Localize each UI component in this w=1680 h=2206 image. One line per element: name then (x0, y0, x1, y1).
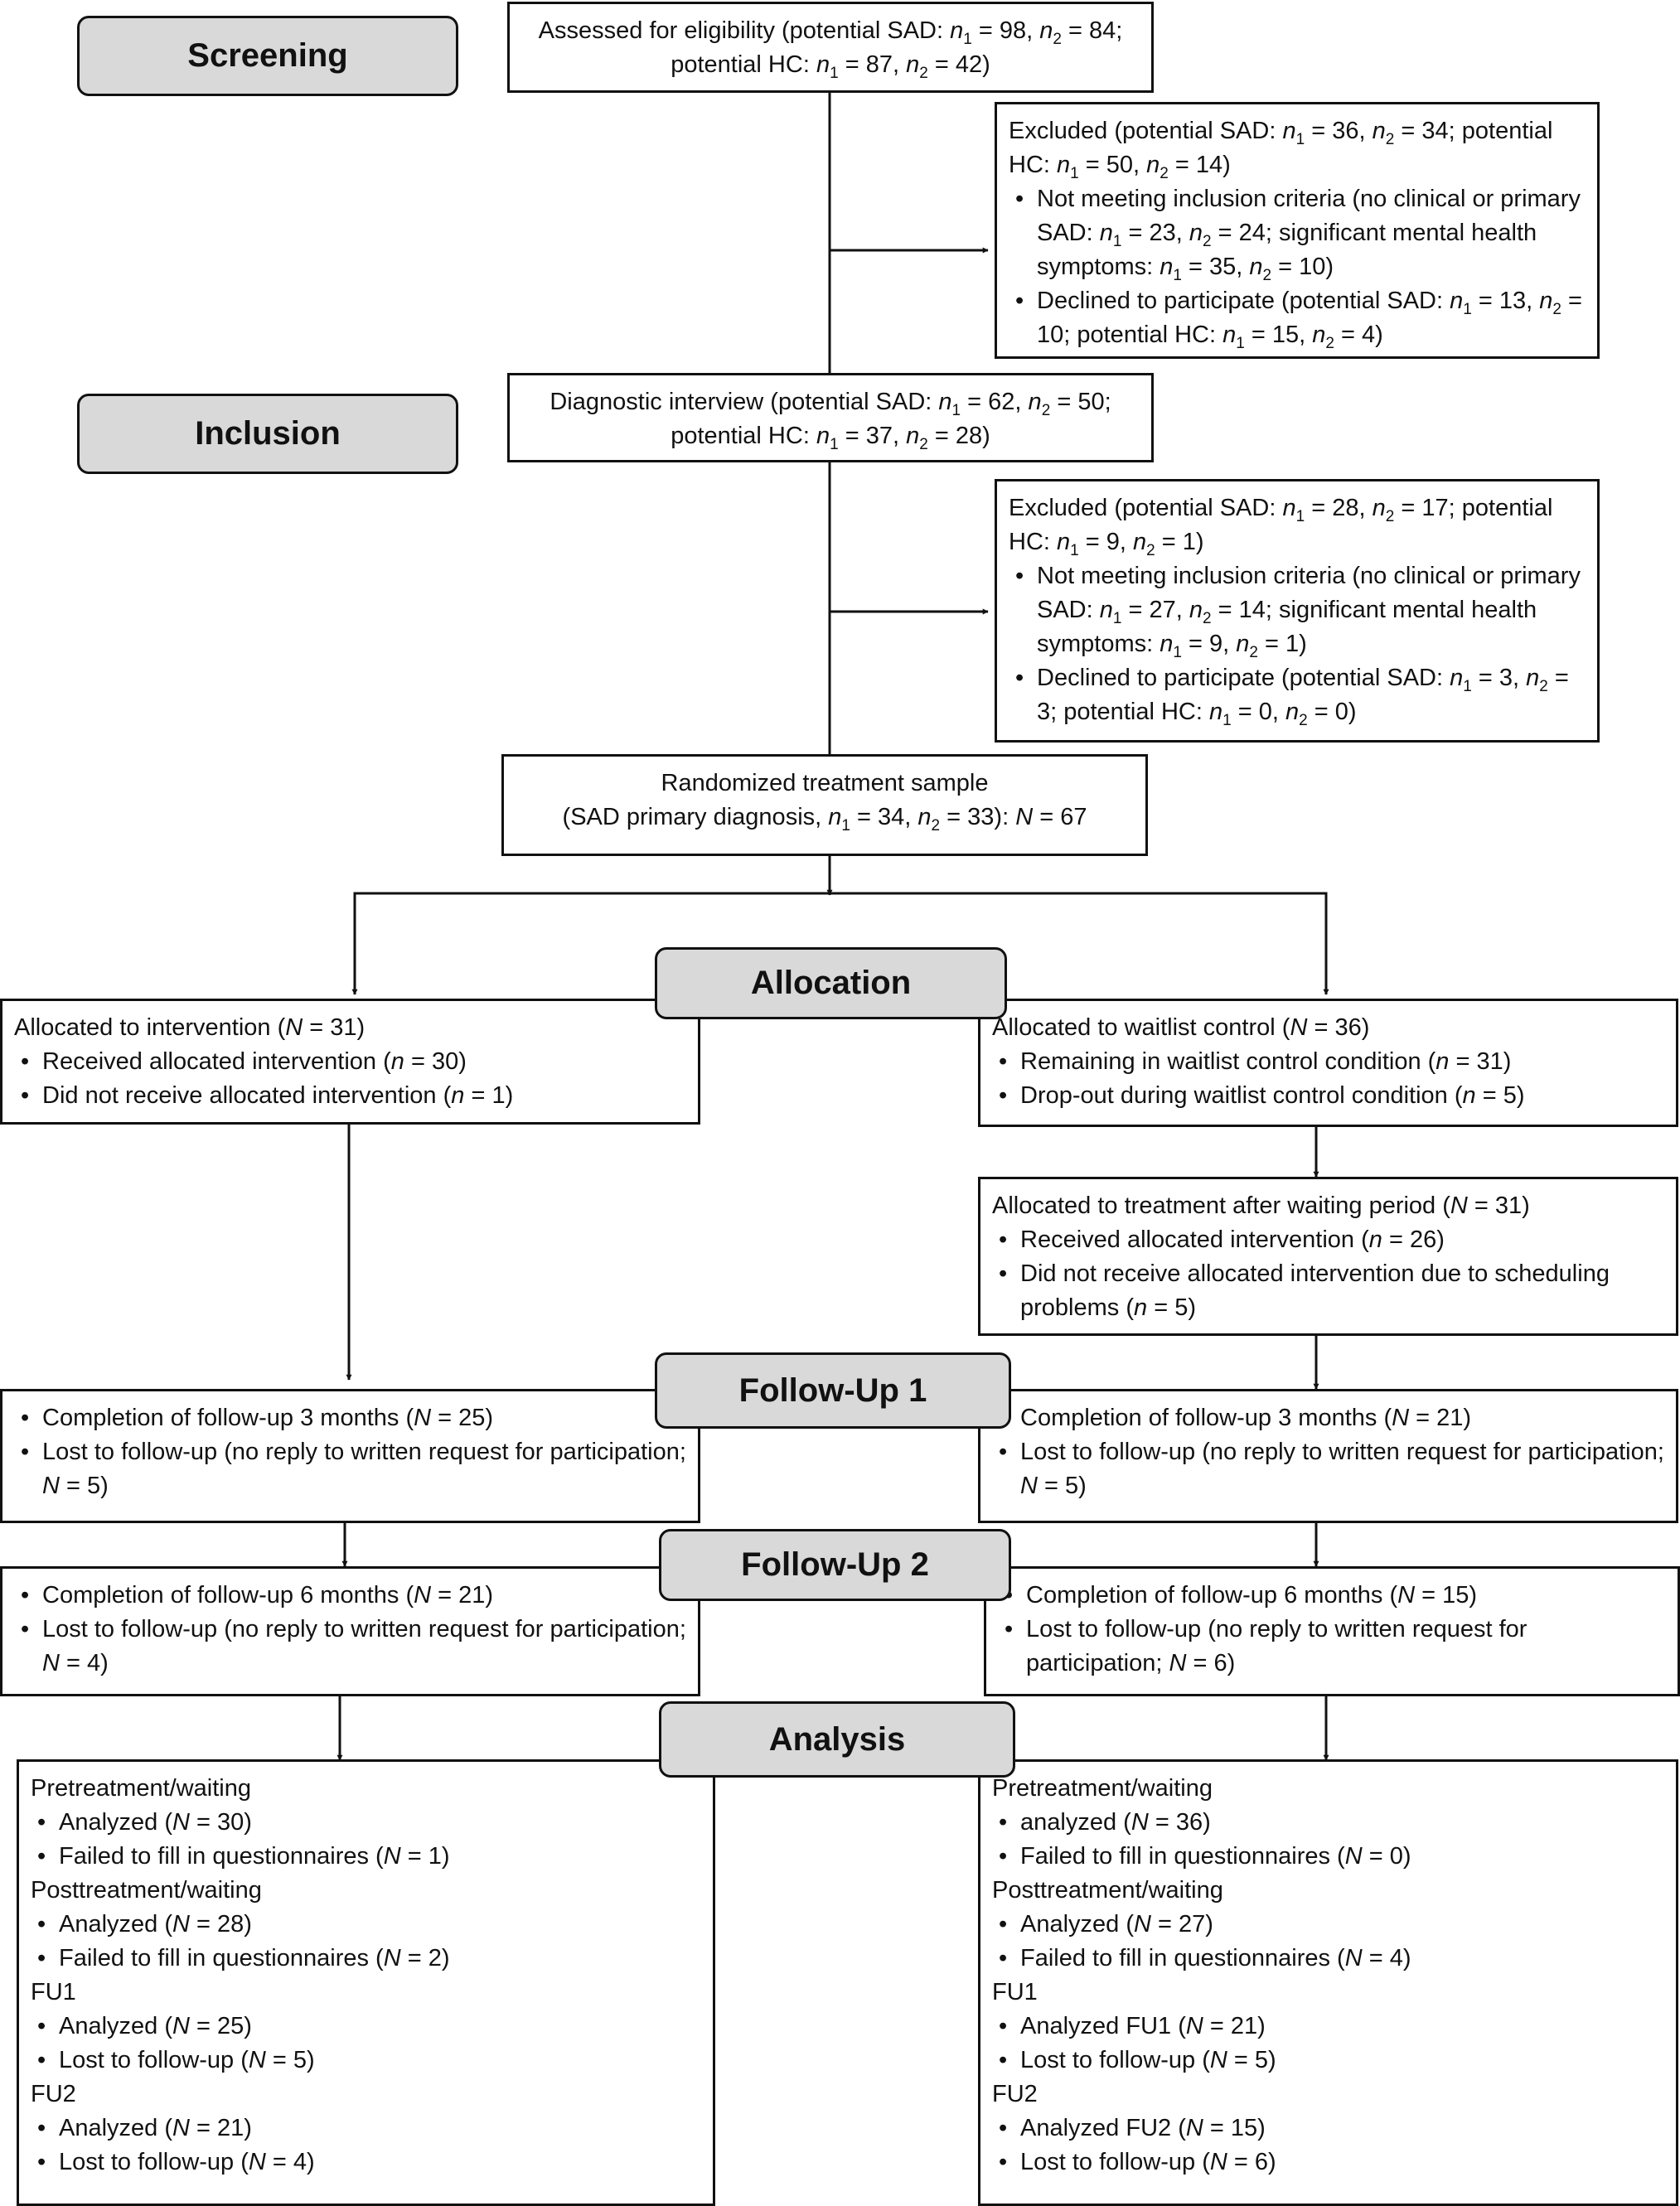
followup-1-left-text: Completion of follow-up 3 months (N = 25… (14, 1401, 686, 1503)
group-heading: FU2 (31, 2081, 76, 2107)
list-item: Remaining in waitlist control condition … (992, 1045, 1664, 1079)
box-heading: Allocated to waitlist control (N = 36) (992, 1014, 1370, 1041)
stage-label: Follow-Up 1 (738, 1371, 927, 1409)
list-item: Lost to follow-up (no reply to written r… (992, 1435, 1664, 1503)
stage-allocation: Allocation (655, 947, 1007, 1019)
followup-1-left-box: Completion of follow-up 3 months (N = 25… (0, 1389, 700, 1523)
text-line: Assessed for eligibility (potential SAD:… (538, 17, 1123, 48)
box-heading: Excluded (potential SAD: n1 = 28, n2 = 1… (1009, 495, 1553, 559)
list-item: Failed to fill in questionnaires (N = 4) (992, 1942, 1664, 1976)
stage-analysis: Analysis (659, 1701, 1015, 1778)
allocated-after-wait-text: Allocated to treatment after waiting per… (992, 1189, 1664, 1325)
group-heading: Posttreatment/waiting (31, 1877, 262, 1904)
list-item: Completion of follow-up 6 months (N = 15… (998, 1579, 1666, 1613)
list-item: Analyzed FU1 (N = 21) (992, 2010, 1664, 2044)
stage-label: Analysis (768, 1720, 906, 1758)
box-heading: Allocated to intervention (N = 31) (14, 1014, 366, 1041)
list-item: Lost to follow-up (N = 4) (31, 2146, 701, 2179)
list-item: Lost to follow-up (N = 5) (31, 2044, 701, 2078)
list-item: Drop-out during waitlist control conditi… (992, 1079, 1664, 1113)
allocated-after-wait-box: Allocated to treatment after waiting per… (978, 1177, 1678, 1336)
list-item: Lost to follow-up (N = 5) (992, 2044, 1664, 2078)
group-heading: Pretreatment/waiting (992, 1775, 1213, 1802)
list-item: Received allocated intervention (n = 26) (992, 1223, 1664, 1257)
assessed-text: Assessed for eligibility (potential SAD:… (525, 14, 1136, 82)
list-item: Completion of follow-up 6 months (N = 21… (14, 1579, 686, 1613)
stage-followup-1: Follow-Up 1 (655, 1352, 1011, 1429)
list-item: Not meeting inclusion criteria (no clini… (1009, 559, 1586, 661)
diagnostic-interview-box: Diagnostic interview (potential SAD: n1 … (507, 373, 1154, 462)
text-line: potential HC: n1 = 87, n2 = 42) (671, 51, 990, 82)
list-item: Analyzed (N = 25) (31, 2010, 701, 2044)
text-line: potential HC: n1 = 37, n2 = 28) (671, 423, 990, 453)
list-item: Lost to follow-up (no reply to written r… (14, 1613, 686, 1681)
allocated-waitlist-text: Allocated to waitlist control (N = 36) Re… (992, 1011, 1664, 1113)
analysis-right-box: Pretreatment/waitinganalyzed (N = 36)Fai… (978, 1759, 1678, 2206)
randomized-sample-box: Randomized treatment sample (SAD primary … (501, 754, 1148, 856)
assessed-for-eligibility-box: Assessed for eligibility (potential SAD:… (507, 2, 1154, 93)
followup-2-right-box: Completion of follow-up 6 months (N = 15… (984, 1566, 1680, 1696)
list-item: Did not receive allocated intervention (… (14, 1079, 686, 1113)
list-item: Failed to fill in questionnaires (N = 1) (31, 1840, 701, 1874)
list-item: Failed to fill in questionnaires (N = 2) (31, 1942, 701, 1976)
followup-2-left-box: Completion of follow-up 6 months (N = 21… (0, 1566, 700, 1696)
list-item: Declined to participate (potential SAD: … (1009, 284, 1586, 352)
list-item: Not meeting inclusion criteria (no clini… (1009, 182, 1586, 284)
text-line: (SAD primary diagnosis, n1 = 34, n2 = 33… (562, 804, 1087, 835)
analysis-right-text: Pretreatment/waitinganalyzed (N = 36)Fai… (992, 1772, 1664, 2179)
stage-label: Inclusion (195, 415, 341, 452)
list-item: Failed to fill in questionnaires (N = 0) (992, 1840, 1664, 1874)
list-item: Analyzed (N = 30) (31, 1806, 701, 1840)
excluded-inclusion-text: Excluded (potential SAD: n1 = 28, n2 = 1… (1009, 491, 1586, 729)
list-item: Analyzed (N = 28) (31, 1908, 701, 1942)
group-heading: FU2 (992, 2081, 1038, 2107)
stage-inclusion: Inclusion (77, 394, 458, 474)
stage-label: Allocation (750, 965, 912, 1001)
group-heading: Pretreatment/waiting (31, 1775, 251, 1802)
list-item: Received allocated intervention (n = 30) (14, 1045, 686, 1079)
text-line: Diagnostic interview (potential SAD: n1 … (550, 389, 1111, 419)
list-item: Declined to participate (potential SAD: … (1009, 661, 1586, 729)
followup-2-right-text: Completion of follow-up 6 months (N = 15… (998, 1579, 1666, 1681)
box-heading: Allocated to treatment after waiting per… (992, 1192, 1530, 1219)
stage-screening: Screening (77, 16, 458, 96)
followup-2-left-text: Completion of follow-up 6 months (N = 21… (14, 1579, 686, 1681)
followup-1-right-box: Completion of follow-up 3 months (N = 21… (978, 1389, 1678, 1523)
allocated-intervention-text: Allocated to intervention (N = 31) Receiv… (14, 1011, 686, 1113)
allocated-intervention-box: Allocated to intervention (N = 31) Receiv… (0, 999, 700, 1125)
list-item: Lost to follow-up (N = 6) (992, 2146, 1664, 2179)
followup-1-right-text: Completion of follow-up 3 months (N = 21… (992, 1401, 1664, 1503)
list-item: Completion of follow-up 3 months (N = 25… (14, 1401, 686, 1435)
stage-label: Follow-Up 2 (741, 1546, 929, 1583)
stage-label: Screening (187, 37, 348, 74)
group-heading: FU1 (31, 1979, 76, 2005)
list-item: Lost to follow-up (no reply to written r… (14, 1435, 686, 1503)
list-item: Lost to follow-up (no reply to written r… (998, 1613, 1666, 1681)
analysis-left-text: Pretreatment/waitingAnalyzed (N = 30)Fai… (31, 1772, 701, 2179)
box-heading: Excluded (potential SAD: n1 = 36, n2 = 3… (1009, 118, 1553, 182)
list-item: Did not receive allocated intervention d… (992, 1257, 1664, 1325)
list-item: Analyzed (N = 27) (992, 1908, 1664, 1942)
group-heading: FU1 (992, 1979, 1038, 2005)
split-line (353, 892, 1328, 993)
list-item: Analyzed (N = 21) (31, 2112, 701, 2146)
excluded-screening-box: Excluded (potential SAD: n1 = 36, n2 = 3… (995, 102, 1600, 359)
list-item: Analyzed FU2 (N = 15) (992, 2112, 1664, 2146)
allocated-waitlist-box: Allocated to waitlist control (N = 36) Re… (978, 999, 1678, 1127)
excluded-inclusion-box: Excluded (potential SAD: n1 = 28, n2 = 1… (995, 479, 1600, 743)
excluded-screening-text: Excluded (potential SAD: n1 = 36, n2 = 3… (1009, 114, 1586, 352)
group-heading: Posttreatment/waiting (992, 1877, 1223, 1904)
randomized-text: Randomized treatment sample (SAD primary … (519, 767, 1130, 835)
diagnostic-text: Diagnostic interview (potential SAD: n1 … (525, 385, 1136, 453)
analysis-left-box: Pretreatment/waitingAnalyzed (N = 30)Fai… (17, 1759, 715, 2206)
list-item: analyzed (N = 36) (992, 1806, 1664, 1840)
stage-followup-2: Follow-Up 2 (659, 1529, 1011, 1601)
text-line: Randomized treatment sample (661, 770, 989, 796)
list-item: Completion of follow-up 3 months (N = 21… (992, 1401, 1664, 1435)
